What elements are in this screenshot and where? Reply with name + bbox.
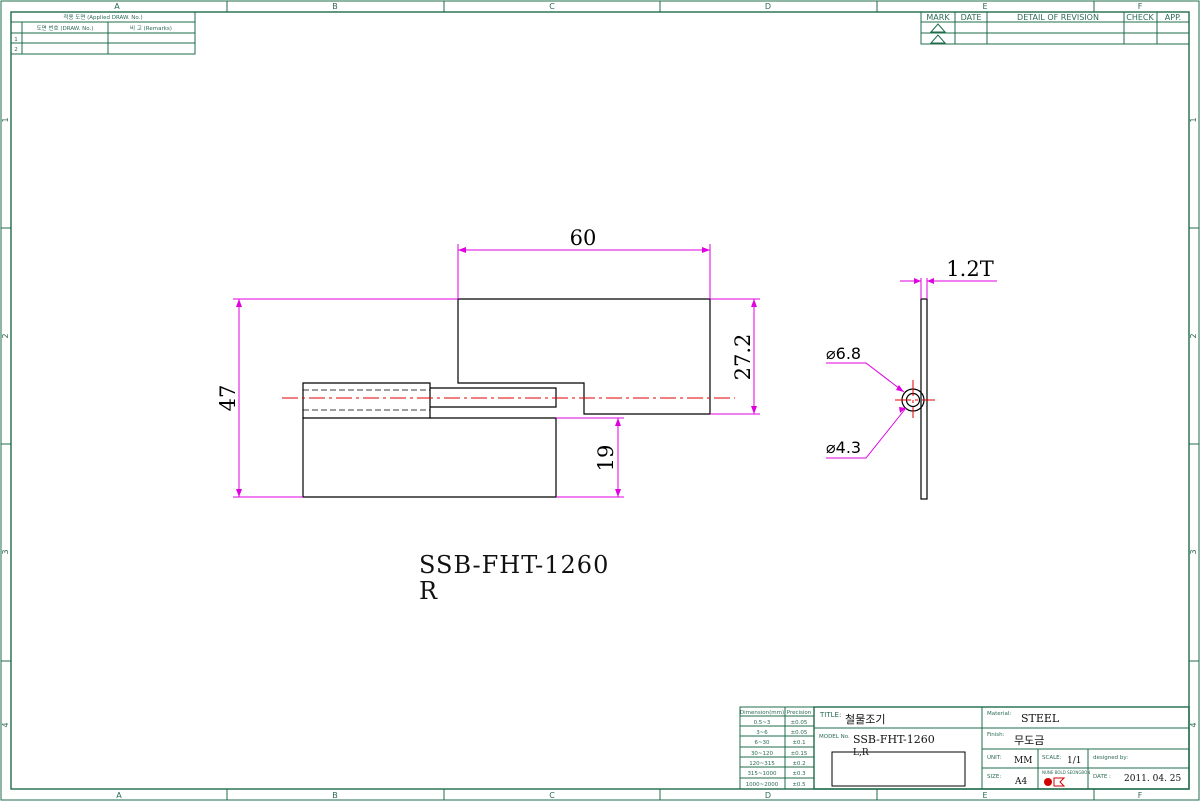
zone-right-3: 3: [1189, 549, 1198, 554]
tolerance-value: ±0.05: [791, 720, 808, 726]
tolerance-value: ±0.5: [792, 782, 806, 788]
tolerance-header-dimension: Dimension(mm): [740, 710, 784, 716]
tolerance-range: 0.5~3: [754, 720, 771, 726]
tolerance-value: ±0.3: [792, 771, 806, 777]
unit-value: MM: [1014, 756, 1032, 766]
size-value: A4: [1014, 777, 1027, 787]
material-label: Material:: [987, 711, 1011, 717]
title-value: 철물조기: [845, 713, 885, 726]
material-value: STEEL: [1021, 712, 1060, 725]
zone-left-4: 4: [1, 722, 10, 727]
dim-thickness: 1.2T: [946, 257, 993, 281]
tolerance-range: 1000~2000: [746, 782, 779, 788]
applied-table-header: 적용 도면 (Applied DRAW. No.): [63, 13, 142, 21]
hinge-front-view: [282, 298, 735, 498]
zone-right-1: 1: [1189, 117, 1198, 122]
tolerance-value: ±0.15: [791, 751, 808, 757]
scale-value: 1/1: [1067, 756, 1081, 766]
date-value: 2011. 04. 25: [1124, 774, 1182, 784]
dim-height-47: 47: [216, 385, 240, 412]
front-dimensions: [233, 244, 760, 498]
tolerance-header-precision: Precision: [787, 710, 812, 716]
tolerance-table: [739, 706, 815, 790]
inner-frame: [10, 11, 1190, 790]
applied-table-col-drawno: 도면 번호 (DRAW. No.): [37, 24, 94, 32]
dim-width-60: 60: [570, 226, 597, 250]
revision-col-app: APP.: [1165, 13, 1181, 22]
applied-drawing-table: [10, 11, 196, 55]
title-block: [813, 706, 1190, 790]
zone-left-2: 2: [1, 333, 10, 338]
model-label: SSB-FHT-1260: [419, 551, 609, 579]
tolerance-range: 30~120: [751, 751, 774, 757]
tolerance-range: 315~1000: [747, 771, 777, 777]
size-label: SIZE:: [987, 774, 1001, 780]
tolerance-range: 6~30: [754, 740, 770, 746]
tolerance-value: ±0.1: [792, 740, 805, 746]
zone-top-b: B: [332, 2, 338, 11]
finish-value: 무도금: [1014, 734, 1044, 747]
zone-top-c: C: [549, 2, 555, 11]
zone-bottom-d: D: [765, 791, 771, 800]
zone-top-e: E: [982, 2, 987, 11]
dim-outer-diameter: ⌀6.8: [826, 344, 861, 363]
side-leaf: [920, 298, 928, 500]
revision-table: [920, 11, 1190, 45]
applied-table-row-2: 2: [14, 47, 18, 53]
model-no-value: SSB-FHT-1260: [853, 733, 935, 746]
hinge-top-leaf: [457, 298, 711, 415]
hinge-pin-end: [302, 382, 431, 419]
zone-right-2: 2: [1189, 333, 1198, 338]
zone-left-1: 1: [1, 117, 10, 122]
unit-label: UNIT:: [987, 755, 1002, 761]
tolerance-value: ±0.05: [791, 730, 808, 736]
designed-by-label: designed by:: [1093, 755, 1128, 761]
revision-col-date: DATE: [961, 13, 982, 22]
zone-bottom-f: F: [1138, 791, 1143, 800]
zone-right-4: 4: [1189, 722, 1198, 727]
finish-label: Finish:: [987, 732, 1005, 738]
model-suffix: R: [419, 577, 438, 605]
dim-inner-diameter: ⌀4.3: [826, 438, 861, 457]
hinge-side-view: [826, 278, 997, 500]
revision-col-mark: MARK: [926, 13, 950, 22]
revision-col-detail: DETAIL OF REVISION: [1017, 13, 1099, 22]
dim-height-19: 19: [594, 445, 618, 472]
logo-mark: [1044, 778, 1052, 786]
tolerance-range: 120~315: [749, 761, 775, 767]
title-label: TITLE:: [819, 711, 841, 719]
hinge-bottom-leaf: [302, 417, 557, 498]
revision-col-check: CHECK: [1126, 13, 1154, 22]
applied-table-col-remarks: 비 고 (Remarks): [130, 24, 172, 32]
logo-text: NUNE BOLD SEONGBON: [1042, 770, 1090, 775]
zone-bottom-e: E: [982, 791, 987, 800]
zone-bottom-b: B: [332, 791, 338, 800]
tolerance-value: ±0.2: [792, 761, 805, 767]
zone-left-3: 3: [1, 549, 10, 554]
date-label: DATE :: [1093, 774, 1111, 780]
scale-label: SCALE:: [1042, 755, 1062, 761]
zone-top-a: A: [114, 2, 120, 11]
tolerance-range: 3~6: [756, 730, 768, 736]
model-no-label: MODEL No.: [819, 734, 850, 740]
applied-table-row-1: 1: [14, 37, 18, 43]
zone-bottom-a: A: [116, 791, 122, 800]
zone-top-f: F: [1138, 2, 1143, 11]
zone-bottom-c: C: [549, 791, 555, 800]
zone-top-d: D: [765, 2, 771, 11]
dim-height-27-2: 27.2: [731, 334, 755, 381]
model-no-sub: L,R: [853, 748, 869, 758]
